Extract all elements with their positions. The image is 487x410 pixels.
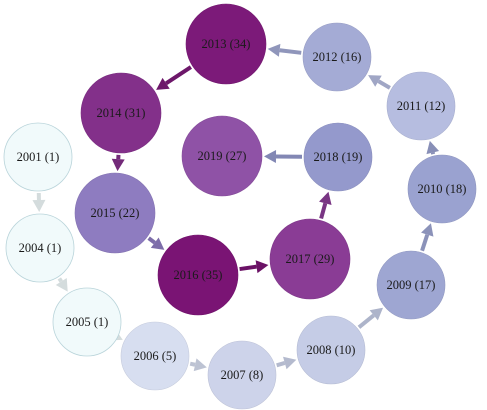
edge-line [319, 202, 328, 220]
node-label: 2019 (27) [198, 149, 247, 163]
node-circle [407, 154, 477, 224]
arrowhead-icon [319, 191, 332, 206]
edge-2011-2012 [368, 75, 391, 90]
node-2005: 2005 (1) [52, 287, 122, 357]
node-circle [296, 315, 366, 385]
node-label: 2001 (1) [17, 150, 60, 164]
node-label: 2006 (5) [134, 349, 177, 363]
node-label: 2017 (29) [286, 252, 335, 266]
node-label: 2005 (1) [66, 315, 109, 329]
edge-line [420, 234, 430, 252]
node-2016: 2016 (35) [157, 234, 239, 316]
edge-line [279, 48, 302, 55]
node-2009: 2009 (17) [376, 250, 446, 320]
node-2008: 2008 (10) [296, 315, 366, 385]
edge-2018-2019 [263, 149, 303, 163]
edge-2014-2015 [111, 154, 125, 172]
edge-2012-2013 [267, 43, 302, 57]
edge-2016-2017 [239, 260, 269, 274]
node-circle [80, 72, 162, 154]
edge-line [377, 79, 391, 90]
node-label: 2011 (12) [397, 99, 446, 113]
arrowhead-icon [55, 277, 68, 292]
node-label: 2007 (8) [221, 368, 264, 382]
edge-2017-2018 [319, 191, 332, 220]
arrowhead-icon [193, 358, 207, 372]
node-circle [302, 22, 372, 92]
node-2010: 2010 (18) [407, 154, 477, 224]
edge-line [147, 236, 156, 245]
node-circle [207, 340, 277, 410]
node-2011: 2011 (12) [386, 71, 456, 141]
node-2013: 2013 (34) [185, 3, 267, 85]
node-circle [376, 250, 446, 320]
edge-2009-2010 [420, 223, 434, 252]
edge-2001-2004 [32, 192, 46, 213]
node-label: 2008 (10) [307, 343, 356, 357]
edge-line [165, 65, 192, 86]
node-label: 2018 (19) [314, 150, 363, 164]
arrowhead-icon [426, 140, 440, 155]
node-circle [185, 3, 267, 85]
node-2018: 2018 (19) [303, 122, 373, 192]
arrowhead-icon [421, 223, 434, 237]
edge-2007-2008 [276, 356, 297, 370]
node-circle [181, 115, 263, 197]
node-label: 2013 (34) [202, 37, 251, 51]
arrowhead-icon [368, 75, 382, 87]
arrowhead-icon [32, 199, 46, 213]
node-2006: 2006 (5) [120, 321, 190, 391]
edge-line [239, 264, 257, 272]
edge-line [276, 361, 286, 368]
nodes-layer: 2001 (1) 2004 (1) 2005 (1) 2006 (5) 2007 (8)… [3, 3, 477, 410]
edge-2015-2016 [147, 236, 165, 250]
node-2015: 2015 (22) [74, 172, 156, 254]
node-label: 2009 (17) [387, 278, 436, 292]
node-label: 2014 (31) [97, 106, 146, 120]
edge-line [57, 277, 63, 283]
node-label: 2012 (16) [313, 50, 362, 64]
node-label: 2004 (1) [19, 241, 62, 255]
arrowhead-icon [111, 158, 125, 172]
arrowhead-icon [255, 260, 269, 274]
node-circle [386, 71, 456, 141]
edge-2008-2009 [357, 307, 384, 329]
arrowhead-icon [267, 43, 281, 57]
node-circle [5, 213, 75, 283]
node-2019: 2019 (27) [181, 115, 263, 197]
node-2004: 2004 (1) [5, 213, 75, 283]
node-circle [74, 172, 156, 254]
edge-2006-2007 [189, 358, 207, 372]
node-2007: 2007 (8) [207, 340, 277, 410]
edge-2010-2011 [426, 140, 440, 155]
arrowhead-icon [283, 356, 297, 370]
node-2014: 2014 (31) [80, 72, 162, 154]
node-2001: 2001 (1) [3, 122, 73, 192]
edge-line [189, 361, 196, 367]
arrowhead-icon [156, 77, 170, 90]
edge-line [357, 313, 376, 329]
node-circle [269, 218, 351, 300]
node-circle [120, 321, 190, 391]
node-circle [303, 122, 373, 192]
node-circle [157, 234, 239, 316]
node-circle [52, 287, 122, 357]
node-label: 2010 (18) [418, 182, 467, 196]
arrowhead-icon [150, 237, 165, 250]
edge-2013-2014 [156, 65, 192, 90]
node-circle [3, 122, 73, 192]
edge-2004-2005 [55, 277, 68, 292]
node-label: 2016 (35) [174, 268, 223, 282]
arrowhead-icon [263, 149, 277, 163]
node-label: 2015 (22) [91, 206, 140, 220]
node-2017: 2017 (29) [269, 218, 351, 300]
node-2012: 2012 (16) [302, 22, 372, 92]
arrowhead-icon [369, 307, 384, 321]
